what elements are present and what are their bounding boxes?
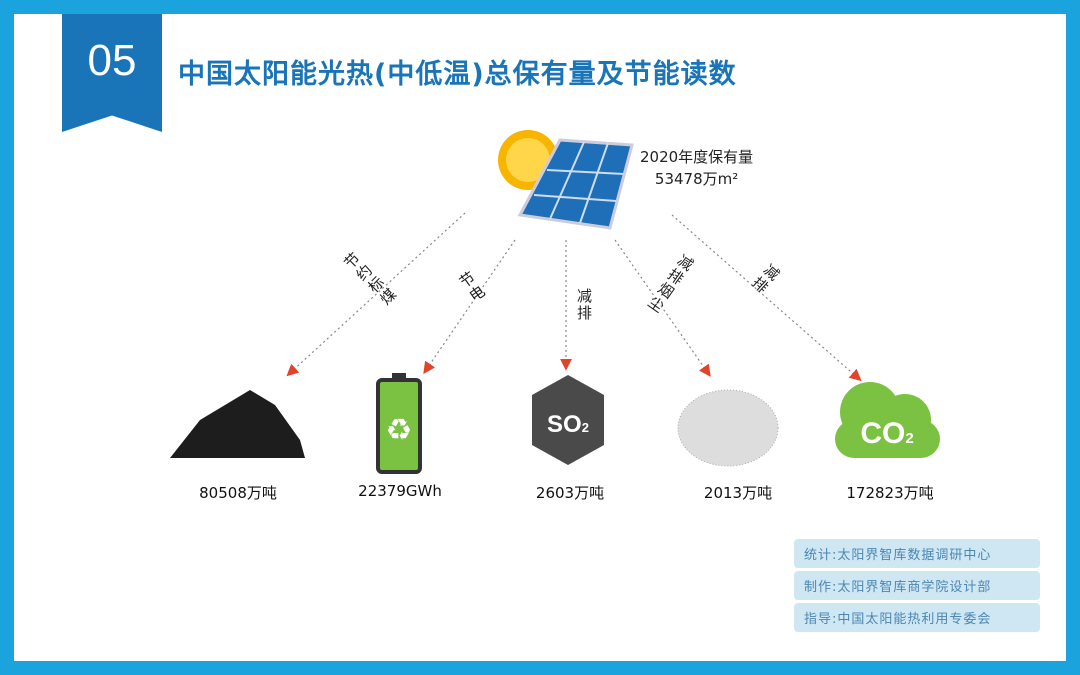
value-coal: 80508万吨 [199,484,277,502]
total-value: 53478万m² [654,170,739,188]
credit-stats: 统计:太阳界智库数据调研中心 [794,539,1040,568]
svg-text:CO2: CO2 [860,417,913,450]
solar-panel-icon [517,138,634,230]
badge-number: 05 [87,36,137,85]
co2-cloud-icon: CO2 [835,382,940,458]
value-dust: 2013万吨 [703,484,773,502]
page-title: 中国太阳能光热(中低温)总保有量及节能读数 [178,59,737,90]
dust-icon [677,389,779,467]
value-so2: 2603万吨 [535,484,605,502]
arrow-5 [671,214,862,382]
coal-icon [170,390,305,458]
svg-text:♻: ♻ [386,413,413,448]
arrow-2 [423,239,516,374]
section-badge: 05 [62,14,162,132]
battery-icon: ♻ [376,373,422,474]
total-capacity: 2020年度保有量 53478万m² [640,146,753,190]
value-electricity: 22379GWh [358,482,442,500]
arrow-4 [614,239,711,377]
total-label: 2020年度保有量 [640,148,754,166]
credit-guidance: 指导:中国太阳能热利用专委会 [794,603,1040,632]
label-so2: 减排 [575,288,593,322]
credit-production: 制作:太阳界智库商学院设计部 [794,571,1040,600]
credits: 统计:太阳界智库数据调研中心 制作:太阳界智库商学院设计部 指导:中国太阳能热利… [794,539,1040,635]
value-co2: 172823万吨 [846,484,934,502]
so2-icon: SO2 [532,375,604,465]
